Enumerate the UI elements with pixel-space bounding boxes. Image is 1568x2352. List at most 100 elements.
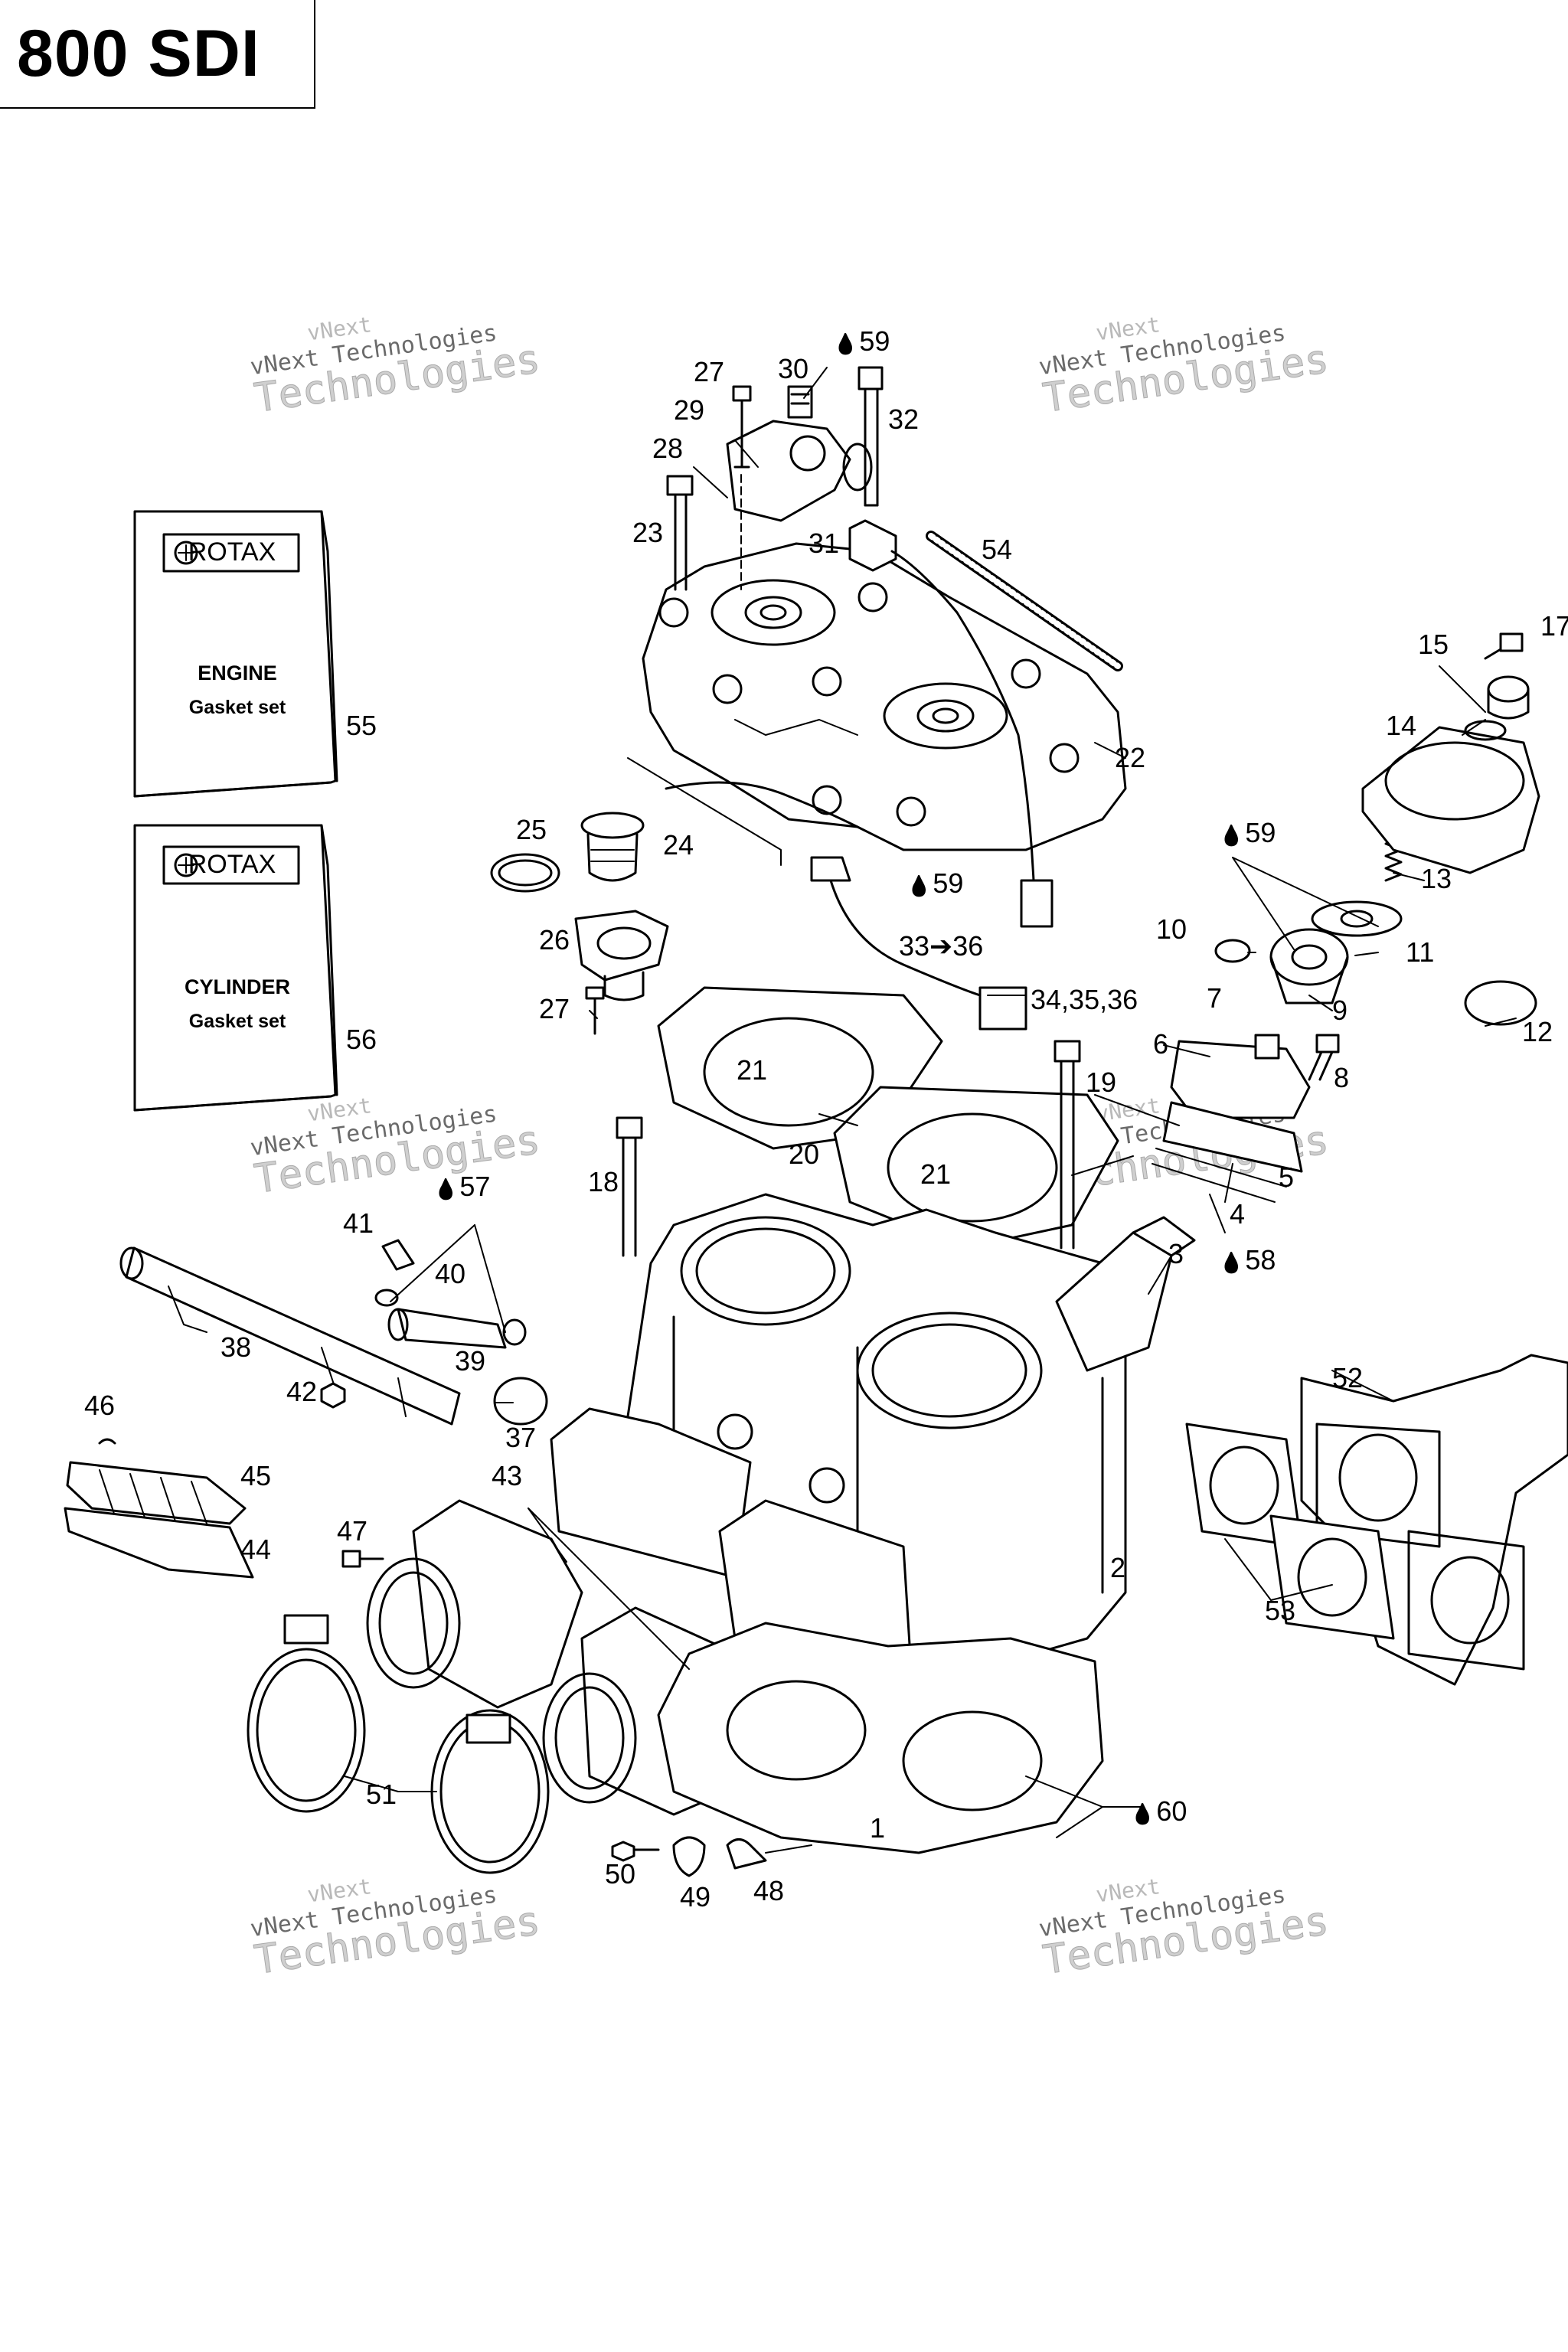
callout: 2 [1110, 1552, 1126, 1583]
cylinder-head [642, 542, 1127, 851]
callout: 27 [539, 993, 570, 1024]
exhaust-gasket-53-lower [1269, 1514, 1395, 1640]
callout: 30 [778, 353, 809, 384]
callout: 41 [343, 1207, 374, 1239]
callout: 12 [1522, 1016, 1553, 1047]
callout: 14 [1386, 710, 1417, 741]
thermostat-housing [726, 420, 873, 522]
screw-46 [98, 1438, 116, 1445]
callout: 20 [789, 1138, 820, 1170]
callout: 11 [1406, 936, 1435, 968]
callout: 55 [346, 710, 377, 741]
booklet-subtitle: Gasket set [188, 1011, 286, 1032]
leader-lines [344, 367, 1517, 1854]
reed-block-left [550, 1407, 752, 1579]
lubricant-callout: 💧59 [833, 328, 890, 355]
valve-cover-14 [1361, 726, 1540, 874]
callout: 31 [808, 528, 840, 559]
bolt-32 [858, 366, 884, 507]
callout: 7 [1207, 982, 1223, 1014]
callout: 50 [605, 1858, 636, 1890]
fuel-injector [387, 1308, 507, 1349]
booklet-title: CYLINDER [184, 975, 290, 998]
callout-number: 59 [859, 325, 890, 357]
callout-number: 60 [1156, 1795, 1187, 1827]
reed-gasket-44 [64, 1507, 254, 1579]
rotax-logo-icon [174, 853, 198, 877]
callout: 15 [1418, 629, 1449, 660]
callout: 23 [632, 517, 664, 548]
stud-54 [926, 531, 1123, 671]
callout: 18 [588, 1166, 619, 1197]
thermostat-cover-26 [574, 910, 669, 1001]
oil-drop-icon: 💧 [833, 332, 858, 355]
callout: 56 [346, 1024, 377, 1055]
clip-41 [381, 1239, 415, 1271]
gasket-25 [490, 853, 560, 893]
valve-housing-9 [1269, 928, 1349, 1004]
reed-stopper-45 [66, 1461, 247, 1525]
screw-47 [341, 1550, 384, 1568]
lubricant-callout: 💧60 [1130, 1798, 1187, 1825]
cap-15 [1464, 675, 1530, 741]
callout: 1 [870, 1812, 886, 1844]
callout: 54 [982, 534, 1013, 565]
bolt-18 [616, 1116, 643, 1257]
callout: 38 [220, 1331, 252, 1363]
cap-37 [493, 1377, 548, 1426]
callout: 47 [337, 1515, 368, 1547]
callout: 52 [1332, 1362, 1364, 1393]
o-ring-40b [502, 1318, 527, 1346]
bolt-23 [666, 475, 694, 591]
callout-number: 58 [1245, 1244, 1276, 1276]
diaphragm-11 [1311, 900, 1403, 937]
booklet-title: ENGINE [198, 662, 277, 684]
o-ring-10 [1214, 939, 1251, 963]
booklet-brand: ROTAX [188, 850, 276, 879]
callout: 48 [753, 1875, 785, 1906]
callout: 9 [1332, 995, 1348, 1026]
callout: 27 [694, 356, 725, 387]
screw-17 [1484, 632, 1524, 660]
rotax-logo-icon [174, 541, 198, 565]
callout: 33➔36 [899, 930, 984, 962]
callout-number: 57 [459, 1171, 491, 1202]
engine-gasket-set-booklet [133, 510, 338, 798]
callout: 34,35,36 [1031, 984, 1138, 1015]
callout: 3 [1168, 1238, 1184, 1269]
callout: 46 [84, 1390, 116, 1421]
clamp-51-left [247, 1614, 366, 1813]
head-gasket-21-right [833, 1086, 1119, 1250]
knock-sensor [848, 519, 1054, 928]
clamp-51-right [430, 1709, 550, 1874]
oil-drop-icon: 💧 [433, 1178, 459, 1200]
callout: 13 [1421, 863, 1452, 894]
exhaust-manifold [1300, 1354, 1568, 1686]
nut-42 [320, 1382, 346, 1409]
callout: 42 [286, 1376, 318, 1407]
callout: 17 [1540, 610, 1568, 642]
callout: 53 [1265, 1595, 1296, 1626]
callout-number: 59 [1245, 817, 1276, 848]
callout-number: 59 [933, 867, 964, 899]
lubricant-callout: 💧58 [1219, 1246, 1276, 1274]
bolt-8 [1308, 1034, 1340, 1081]
oil-drop-icon: 💧 [1219, 824, 1244, 847]
callout: 49 [680, 1881, 711, 1913]
callout: 10 [1156, 913, 1187, 945]
diagram-title: 800 SDI [17, 16, 260, 90]
callout: 21 [737, 1054, 768, 1086]
intake-manifold-left [366, 1499, 583, 1709]
booklet-brand: ROTAX [188, 537, 276, 567]
callout: 40 [435, 1258, 466, 1289]
callout: 4 [1230, 1198, 1246, 1230]
o-ring-12 [1464, 980, 1537, 1026]
oil-drop-icon: 💧 [906, 874, 932, 897]
callout: 28 [652, 433, 684, 464]
callout: 39 [455, 1345, 486, 1377]
exhaust-valve [1055, 1034, 1311, 1372]
callout: 43 [492, 1460, 523, 1491]
callout: 26 [539, 924, 570, 956]
callout: 5 [1279, 1161, 1295, 1193]
